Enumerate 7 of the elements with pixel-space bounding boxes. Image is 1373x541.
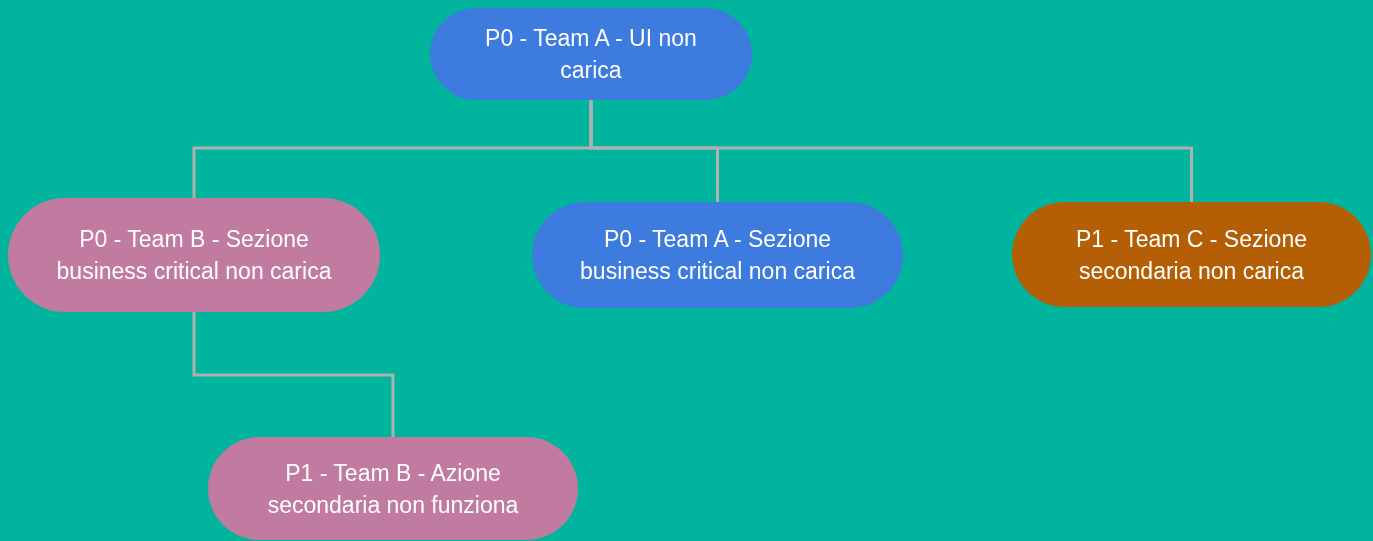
- node-label: P1 - Team B - Azione secondaria non funziona: [266, 458, 520, 520]
- node-label: P0 - Team B - Sezione business critical non carica: [55, 225, 333, 286]
- connector-line: [589, 100, 1193, 202]
- node-label: P0 - Team A - Sezione business critical non carica: [579, 225, 856, 286]
- node-label: P0 - Team A - UI non carica: [484, 24, 698, 85]
- node-label: P1 - Team C - Sezione secondaria non carica: [1075, 224, 1308, 286]
- connector-line: [192, 312, 395, 437]
